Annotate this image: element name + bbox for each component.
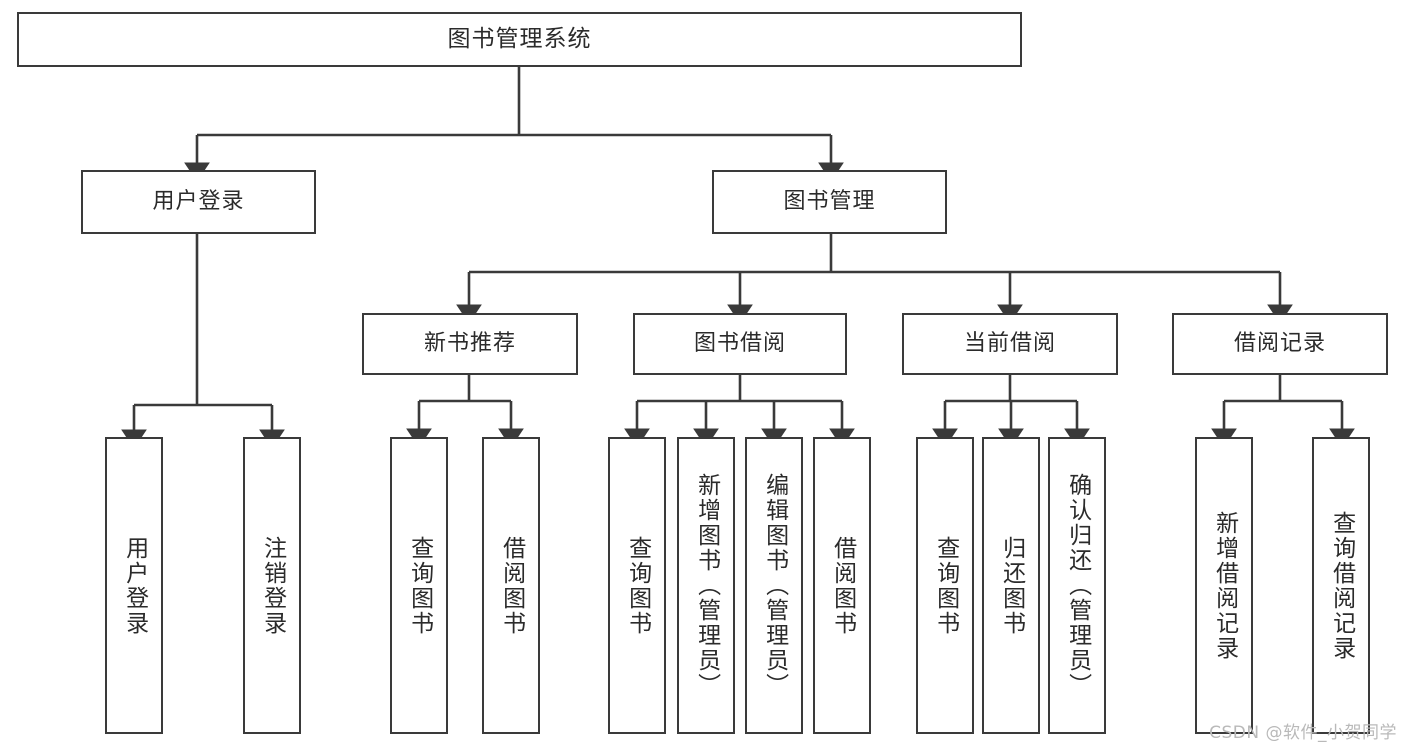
node-label: 查询图书	[932, 535, 959, 636]
node-label: 编辑图书（管理员）	[761, 473, 788, 698]
node-label: 新书推荐	[423, 330, 516, 356]
node-label: 用户登录	[121, 535, 148, 636]
node-label: 查询图书	[624, 535, 651, 636]
leaf-logout[interactable]: 注销登录	[243, 437, 301, 734]
node-label: 注销登录	[259, 535, 286, 636]
node-label: 确认归还（管理员）	[1064, 473, 1091, 698]
leaf-record-query-borrow-record[interactable]: 查询借阅记录	[1312, 437, 1370, 734]
node-user-login[interactable]: 用户登录	[81, 170, 316, 234]
node-label: 借阅记录	[1233, 330, 1326, 356]
node-label: 查询借阅记录	[1328, 510, 1355, 661]
leaf-current-query-book[interactable]: 查询图书	[916, 437, 974, 734]
node-label: 新增图书（管理员）	[693, 473, 720, 698]
leaf-new-book-query-book[interactable]: 查询图书	[390, 437, 448, 734]
leaf-borrow-add-book-admin[interactable]: 新增图书（管理员）	[677, 437, 735, 734]
leaf-user-login[interactable]: 用户登录	[105, 437, 163, 734]
leaf-borrow-edit-book-admin[interactable]: 编辑图书（管理员）	[745, 437, 803, 734]
node-root-library-management-system[interactable]: 图书管理系统	[17, 12, 1022, 67]
node-current-borrowing[interactable]: 当前借阅	[902, 313, 1118, 375]
node-new-book-recommendation[interactable]: 新书推荐	[362, 313, 578, 375]
node-label: 新增借阅记录	[1211, 510, 1238, 661]
node-label: 借阅图书	[498, 535, 525, 636]
node-label: 用户登录	[152, 188, 245, 214]
watermark-text: CSDN @软件_小贺同学	[1209, 723, 1397, 743]
node-label: 图书管理	[783, 188, 876, 214]
node-label: 查询图书	[406, 535, 433, 636]
node-label: 借阅图书	[829, 535, 856, 636]
leaf-new-book-borrow-book[interactable]: 借阅图书	[482, 437, 540, 734]
leaf-record-add-borrow-record[interactable]: 新增借阅记录	[1195, 437, 1253, 734]
leaf-borrow-borrow-book[interactable]: 借阅图书	[813, 437, 871, 734]
node-borrowing-record[interactable]: 借阅记录	[1172, 313, 1388, 375]
leaf-borrow-query-book[interactable]: 查询图书	[608, 437, 666, 734]
leaf-current-confirm-return-admin[interactable]: 确认归还（管理员）	[1048, 437, 1106, 734]
node-label: 图书借阅	[693, 330, 786, 356]
node-label: 归还图书	[998, 535, 1025, 636]
leaf-current-return-book[interactable]: 归还图书	[982, 437, 1040, 734]
node-label: 图书管理系统	[447, 25, 592, 52]
node-book-management[interactable]: 图书管理	[712, 170, 947, 234]
node-book-borrowing[interactable]: 图书借阅	[633, 313, 847, 375]
node-label: 当前借阅	[963, 330, 1056, 356]
